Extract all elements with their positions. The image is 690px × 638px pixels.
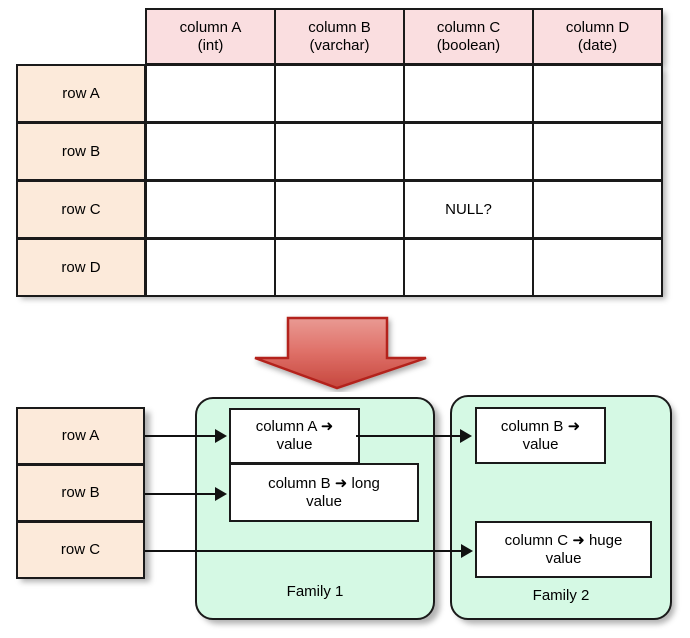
column-header-name: column A [179,18,242,36]
connector-colA-to-family2-arrowhead [460,429,472,443]
column-header-type: (varchar) [309,36,370,54]
table-cell [532,180,663,239]
column-header-type: (boolean) [436,36,501,54]
row-header-cell: row B [16,122,146,181]
right-arrow-icon: ➜ [334,474,348,492]
table-cell [403,122,534,181]
table-cell [145,238,276,297]
family1-entry-1: column B ➜ long value [229,463,419,522]
table-cell-null: NULL? [403,180,534,239]
column-header-type: (int) [197,36,224,54]
row-header-cell: row A [16,64,146,123]
family-1-label: Family 1 [286,583,344,600]
family1-entry-0-key: column A [255,418,317,435]
table-cell [145,64,276,123]
rowkey-cell: row A [16,407,145,465]
row-header-cell: row C [16,180,146,239]
row-header-cell: row D [16,238,146,297]
connector-colA-to-family2-line [356,435,462,437]
family1-entry-1-value: value [306,492,342,510]
connector-rowa-arrowhead [215,429,227,443]
table-cell [403,64,534,123]
right-arrow-icon: ➜ [320,418,334,435]
table-cell [403,238,534,297]
table-cell [532,238,663,297]
column-header-cell: column B (varchar) [274,8,405,65]
family2-entry-1-value: value [545,549,582,567]
table-cell [274,238,405,297]
table-cell [532,64,663,123]
column-header-name: column C [436,18,501,36]
connector-rowc-line [145,550,463,552]
family1-entry-0: column A ➜ value [229,408,360,464]
family2-entry-1-key: column C [504,531,569,549]
family2-entry-1-key-line: column C ➜ huge [504,531,623,549]
column-header-name: column D [565,18,630,36]
table-cell [532,122,663,181]
connector-rowb-arrowhead [215,487,227,501]
connector-rowa-line [145,435,217,437]
family2-entry-0-key-line: column B ➜ [501,418,580,436]
rowkey-cell: row C [16,521,145,579]
family2-entry-0-key: column B [500,417,564,435]
down-arrow-icon [250,314,435,392]
table-cell [145,180,276,239]
right-arrow-icon: ➜ [572,531,585,549]
family1-entry-0-value: value [276,436,313,453]
column-header-cell: column D (date) [532,8,663,65]
family2-entry-0-value: value [522,435,559,453]
connector-rowc-arrowhead [461,544,473,558]
table-cell [274,180,405,239]
family-2-label: Family 2 [532,587,590,604]
right-arrow-icon: ➜ [567,417,581,435]
column-header-cell: column A (int) [145,8,276,65]
family2-entry-1: column C ➜ huge value [475,521,652,578]
column-header-cell: column C (boolean) [403,8,534,65]
connector-rowb-line [145,493,217,495]
family2-entry-0: column B ➜ value [475,407,606,464]
column-header-name: column B [308,18,371,36]
column-header-type: (date) [577,36,618,54]
family1-entry-1-key-line: column B ➜ long [268,474,380,492]
table-cell [274,122,405,181]
table-cell [274,64,405,123]
family1-entry-1-key: column B [268,474,331,492]
table-cell [145,122,276,181]
rowkey-cell: row B [16,464,145,522]
family1-entry-0-key-line: column A ➜ [256,418,334,436]
